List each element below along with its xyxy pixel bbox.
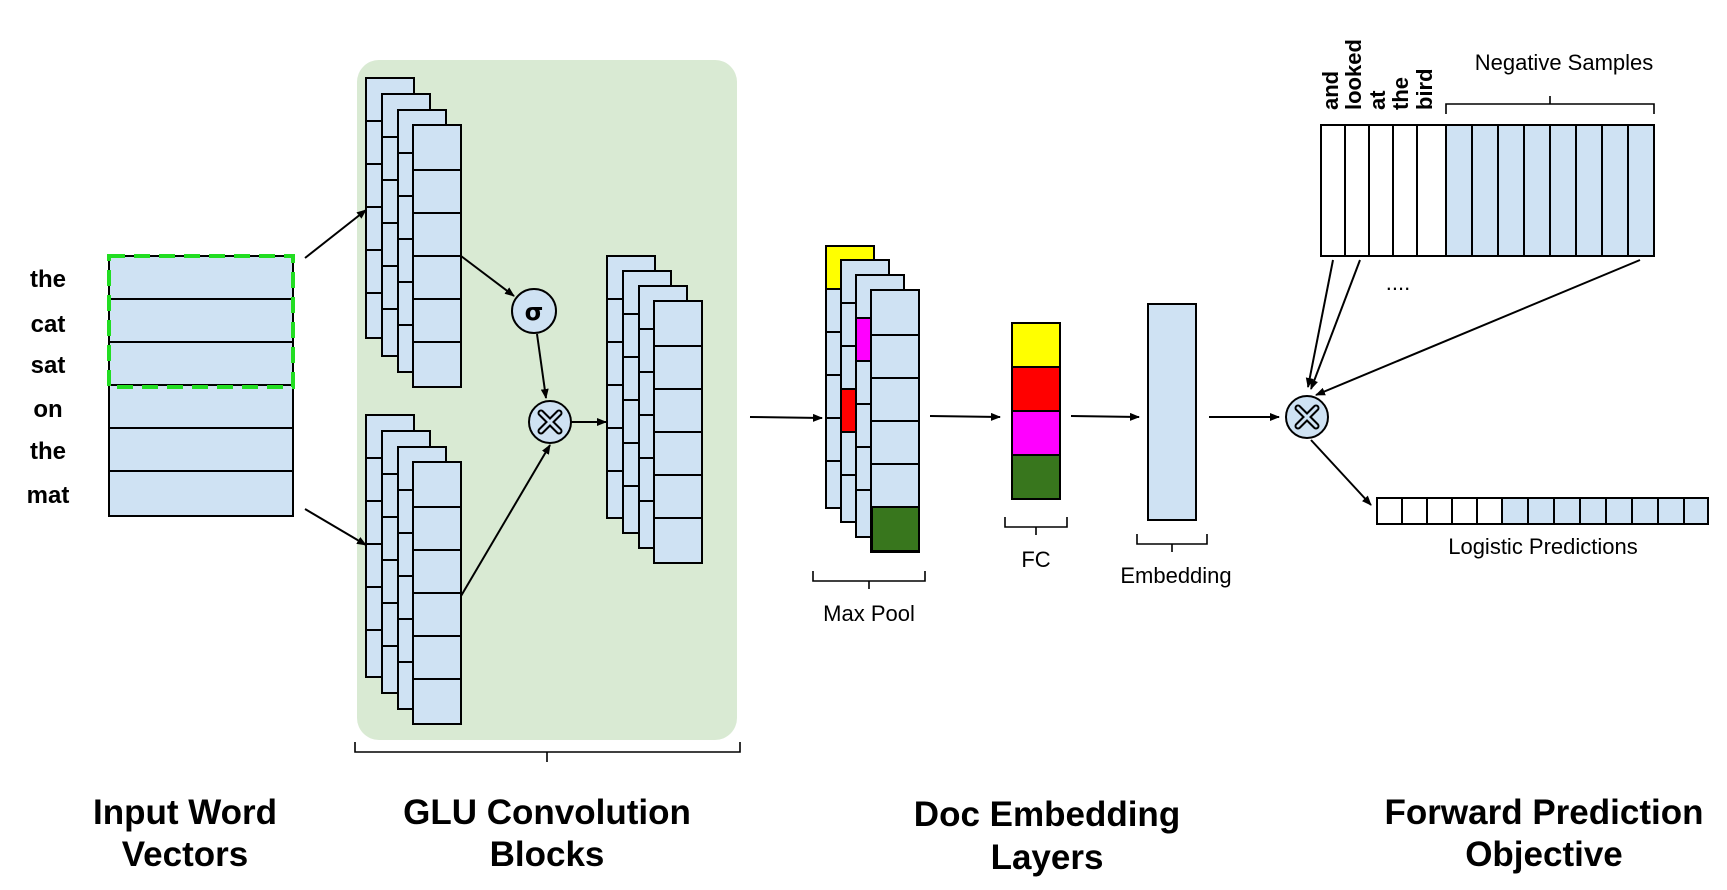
- section-title-input: Input Word Vectors: [93, 793, 277, 874]
- fc-brace: [1004, 517, 1068, 535]
- conv-stack-bottom: [365, 414, 462, 725]
- ellipsis: ....: [1386, 270, 1410, 295]
- arrow: [1315, 259, 1641, 396]
- arrow: [1070, 412, 1140, 421]
- arrow: [1310, 439, 1372, 506]
- input-word: the: [30, 266, 66, 293]
- svg-text:Input Word: Input Word: [93, 793, 277, 832]
- target-word: and: [1318, 71, 1343, 110]
- arrow: [460, 444, 551, 597]
- input-word: the: [30, 438, 66, 465]
- section-title-glu: GLU Convolution Blocks: [403, 793, 691, 874]
- max-pool-stack: [825, 245, 920, 553]
- negative-samples-label: Negative Samples: [1475, 50, 1654, 75]
- input-word: mat: [27, 482, 70, 509]
- target-word: the: [1388, 77, 1413, 110]
- arrow: [929, 412, 1001, 421]
- fc-layer: [1011, 322, 1061, 500]
- arrow: [1305, 259, 1334, 388]
- target-word: at: [1365, 90, 1390, 110]
- max-pool-label: Max Pool: [823, 601, 915, 626]
- arrow: [536, 333, 549, 399]
- embedding-vector: [1147, 303, 1197, 521]
- embedding-label: Embedding: [1120, 563, 1231, 588]
- logistic-predictions-row: [1376, 497, 1709, 525]
- input-word-vectors-matrix: [108, 255, 294, 517]
- arrow: [749, 413, 823, 422]
- fc-label: FC: [1021, 547, 1050, 572]
- svg-text:Blocks: Blocks: [490, 835, 605, 874]
- target-matrix: [1320, 124, 1655, 257]
- negative-samples-brace: [1445, 96, 1655, 114]
- sigma-symbol: σ: [525, 298, 544, 326]
- svg-text:Layers: Layers: [991, 838, 1104, 877]
- target-word: looked: [1341, 39, 1366, 110]
- svg-text:Objective: Objective: [1465, 835, 1623, 874]
- target-word: bird: [1412, 68, 1437, 110]
- max-pool-brace: [812, 571, 926, 589]
- arrow: [1310, 259, 1361, 390]
- convolution-window-highlight: [107, 254, 295, 389]
- glu-output-stack: [606, 255, 703, 564]
- input-word-list: the cat sat on the mat: [27, 266, 70, 509]
- arrow: [460, 255, 515, 297]
- multiply-node-forward: [1285, 395, 1329, 439]
- arrow: [304, 209, 367, 259]
- target-word-list: and looked at the bird: [1318, 39, 1437, 110]
- svg-text:GLU Convolution: GLU Convolution: [403, 793, 691, 832]
- input-word: cat: [31, 311, 66, 338]
- input-word: on: [33, 396, 62, 423]
- svg-text:Doc Embedding: Doc Embedding: [914, 795, 1180, 834]
- section-title-forward: Forward Prediction Objective: [1385, 793, 1704, 874]
- section-title-doc: Doc Embedding Layers: [914, 795, 1180, 877]
- arrow: [304, 508, 367, 546]
- conv-stack-top: [365, 77, 462, 388]
- logistic-predictions-label: Logistic Predictions: [1448, 534, 1638, 559]
- input-word: sat: [31, 352, 66, 379]
- svg-text:Forward Prediction: Forward Prediction: [1385, 793, 1704, 832]
- multiply-node-glu: [528, 400, 572, 444]
- sigmoid-gate-node: [511, 288, 557, 334]
- embedding-brace: [1136, 534, 1208, 552]
- glu-brace: [354, 742, 741, 762]
- svg-text:Vectors: Vectors: [122, 835, 248, 874]
